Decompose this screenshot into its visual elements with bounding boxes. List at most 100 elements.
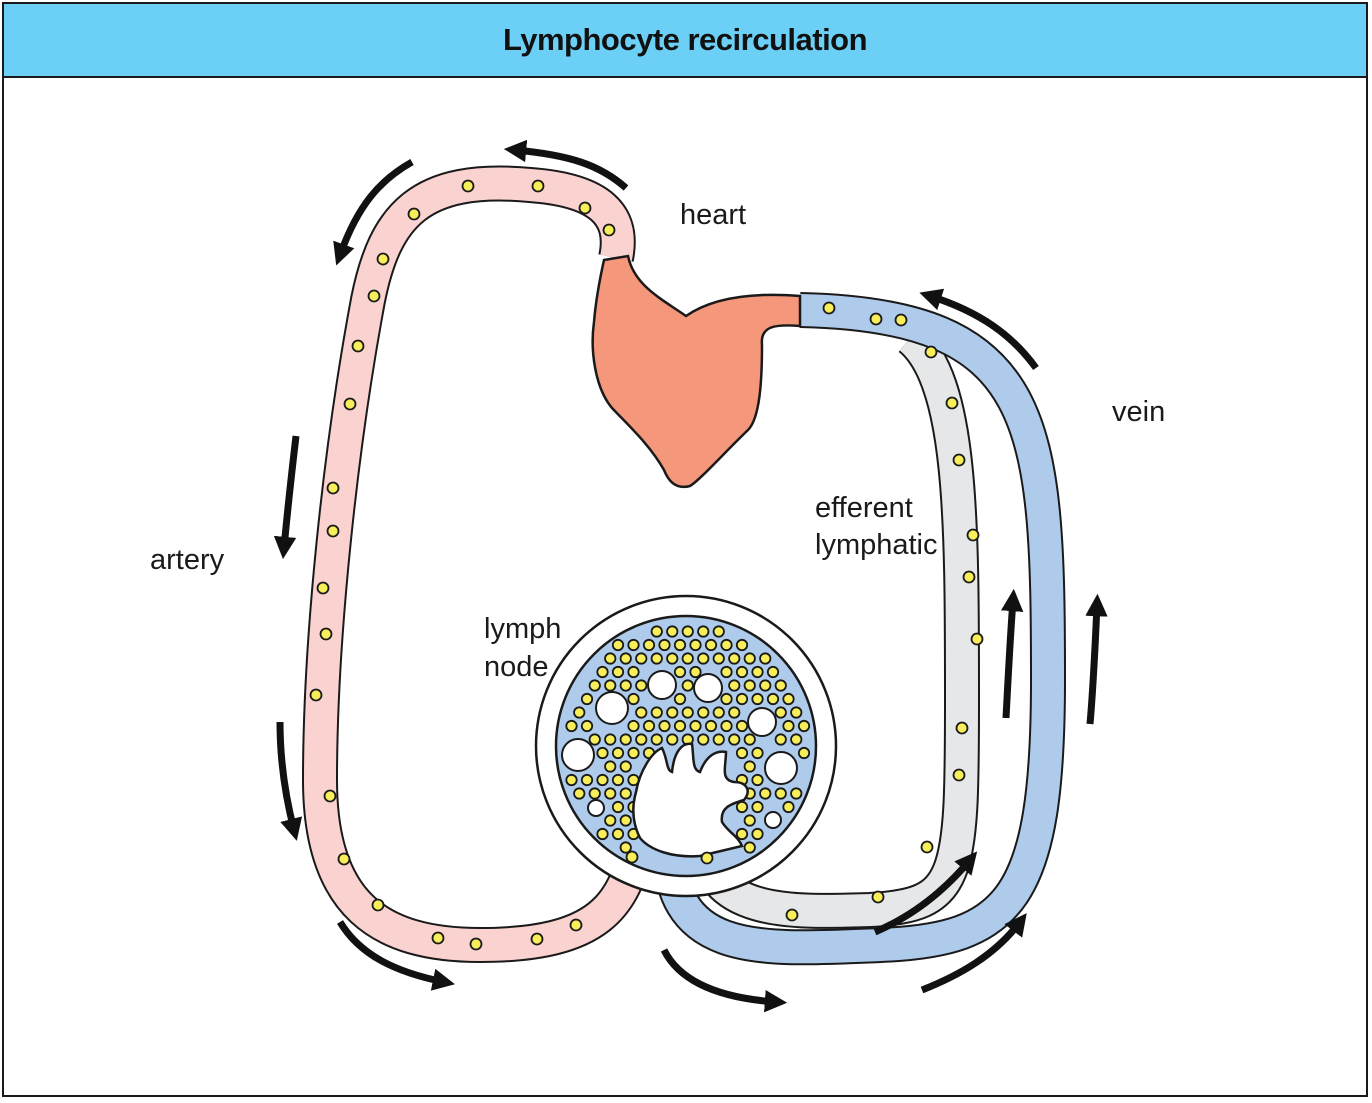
lymphocyte-icon [697, 706, 710, 719]
lymphocyte-icon [619, 841, 632, 854]
lymphocyte-icon [578, 201, 592, 215]
lymphocyte-icon [604, 652, 617, 665]
lymphocyte-icon [580, 692, 594, 706]
lymphocyte-icon [952, 453, 966, 467]
lymphocyte-icon [790, 733, 803, 746]
lymphocyte-icon [782, 692, 795, 706]
lymphocyte-icon [461, 179, 475, 193]
lymphocyte-icon [697, 733, 710, 746]
lymphocyte-icon [619, 814, 632, 827]
diagram-title: Lymphocyte recirculation [502, 22, 868, 57]
lymphocyte-icon [658, 638, 671, 652]
lymphocyte-icon [822, 301, 836, 315]
lymphocyte-icon [611, 665, 625, 679]
lymphocyte-icon [782, 719, 795, 733]
lymphocyte-icon [666, 706, 679, 719]
lymphocyte-icon [743, 652, 756, 665]
lymphocyte-icon [611, 773, 625, 787]
lymphocyte-icon [790, 787, 803, 800]
lymphocyte-icon [797, 719, 811, 733]
lymphocyte-icon [704, 638, 718, 652]
lymphocyte-icon [673, 665, 687, 679]
lymphocyte-icon [596, 773, 609, 787]
lymphocyte-icon [871, 890, 885, 904]
lymphocyte-icon [720, 638, 733, 652]
lymphocyte-icon [869, 312, 883, 326]
flow-arrow-icon [333, 158, 414, 266]
lymphocyte-icon [689, 665, 702, 679]
heart-icon [591, 254, 802, 489]
lymphocyte-icon [650, 625, 663, 638]
lymphocyte-icon [952, 768, 966, 782]
node-lymphocytes [565, 625, 811, 854]
lymphocyte-icon [323, 789, 337, 803]
lymphocyte-icon [580, 719, 594, 733]
heart-label: heart [680, 199, 746, 231]
lymphocyte-icon [635, 706, 648, 719]
artery-label: artery [150, 544, 225, 576]
lymphocyte-icon [689, 638, 702, 652]
lymphocyte-icon [619, 733, 632, 746]
lymphocyte-icon [627, 638, 640, 652]
lymphocyte-icon [774, 787, 787, 800]
lymphocyte-icon [712, 706, 725, 719]
lymphocyte-icon [735, 746, 749, 760]
lymphocyte-icon [759, 679, 772, 692]
flow-arrow-icon [920, 913, 1027, 994]
lymphocyte-icon [604, 760, 617, 773]
lymphocyte-icon [766, 692, 780, 706]
lymphocyte-icon [759, 787, 772, 800]
lymphocyte-icon [351, 339, 365, 353]
flow-arrow-icon [1085, 593, 1108, 725]
lymphocyte-icon [712, 652, 725, 665]
lymphocyte-icon [774, 679, 787, 692]
lymphocyte-icon [367, 289, 381, 303]
lymphocyte-icon [619, 679, 632, 692]
lymphocyte-icon [635, 679, 648, 692]
lymphocyte-icon [371, 898, 385, 912]
lymphocyte-icon [602, 223, 616, 237]
lymphocyte-icon [920, 840, 934, 854]
lymphocyte-icon [431, 931, 445, 945]
lymphocyte-icon [530, 932, 544, 946]
lymphocyte-icon [774, 706, 787, 719]
lymphocyte-icon [625, 850, 639, 864]
lymphocyte-icon [627, 665, 640, 679]
flow-arrow-icon [919, 288, 1039, 371]
lymphocyte-icon [658, 719, 671, 733]
lymphocyte-icon [627, 746, 640, 760]
lymphocyte-icon [319, 627, 333, 641]
lymphocyte-icon [326, 524, 340, 538]
lymphocyte-icon [720, 692, 733, 706]
lymphocyte-icon [650, 706, 663, 719]
flow-arrow-icon [873, 851, 978, 936]
lymphocyte-icon [894, 313, 908, 327]
lymphocyte-icon [343, 397, 357, 411]
efferent-lymphatic-vessel [687, 324, 981, 929]
lymphocyte-icon [604, 787, 617, 800]
lymphocyte-icon [588, 733, 601, 746]
lymphocyte-icon [955, 721, 969, 735]
lymphocyte-icon [735, 692, 749, 706]
lymphocyte-icon [924, 345, 938, 359]
lymphocyte-icon [751, 692, 764, 706]
lymphocyte-icon [743, 760, 756, 773]
flow-arrow-icon [503, 139, 629, 191]
lymphocyte-icon [627, 692, 640, 706]
lymphocyte-icon [697, 652, 710, 665]
vein-label: vein [1112, 396, 1165, 428]
lymphocyte-icon [642, 719, 656, 733]
lymphocyte-icon [720, 665, 733, 679]
lymphocyte-icon [619, 787, 632, 800]
lymphocyte-icon [673, 638, 687, 652]
flow-arrow-icon [273, 435, 300, 560]
artery-vessel [301, 165, 656, 964]
lymphocyte-icon [970, 632, 984, 646]
lymphocyte-icon [611, 827, 625, 841]
lymphocyte-icon [759, 652, 772, 665]
lymphocyte-icon [635, 652, 648, 665]
lymphocyte-icon [743, 814, 756, 827]
lymphocyte-icon [531, 179, 545, 193]
lymphocyte-icon [728, 679, 741, 692]
flow-arrow-icon [660, 948, 788, 1013]
